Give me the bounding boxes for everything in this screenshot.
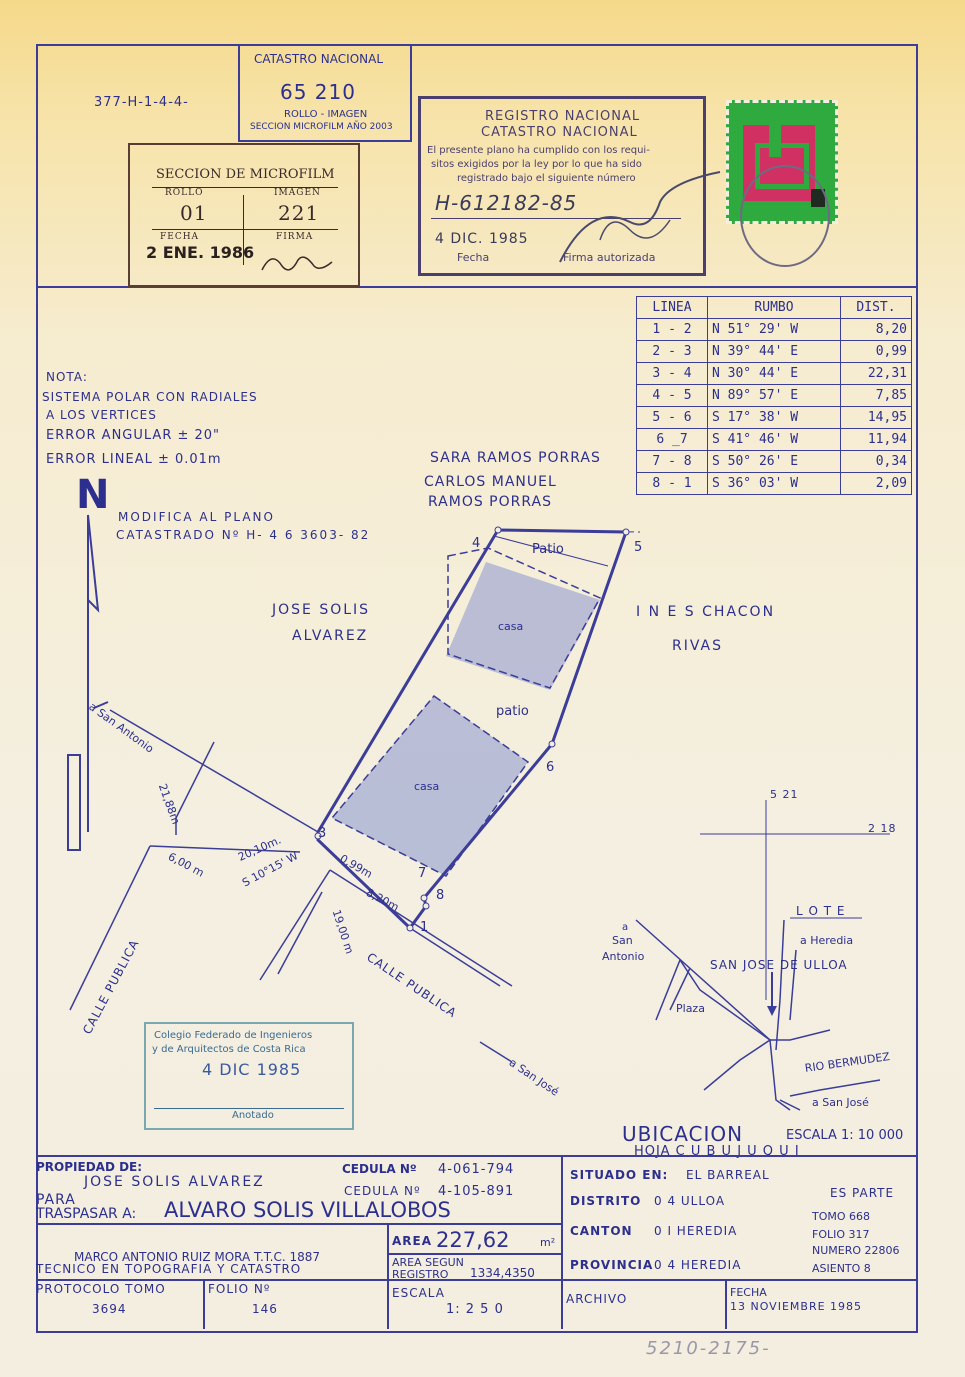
header-divider <box>36 286 916 288</box>
vertex-8: 8 <box>436 888 446 903</box>
modifica-line2: CATASTRADO Nº H- 4 6 3603- 82 <box>116 528 371 542</box>
area-label: AREA <box>392 1234 433 1248</box>
casa-label-1: casa <box>498 620 524 633</box>
registro-nacional-stamp: REGISTRO NACIONAL CATASTRO NACIONAL El p… <box>418 96 706 276</box>
microfilm-stamp: SECCION DE MICROFILM ROLLO IMAGEN 01 221… <box>128 143 360 287</box>
patio-label-1: Patio <box>532 542 564 557</box>
vertex-1: 1 <box>420 920 430 935</box>
neighbor-north-2a: CARLOS MANUEL <box>424 474 557 490</box>
cedula-2: 4-105-891 <box>438 1184 515 1199</box>
neighbor-east-2: RIVAS <box>672 638 724 654</box>
catastro-nacional-stamp: CATASTRO NACIONAL 65 210 ROLLO - IMAGEN … <box>238 44 412 142</box>
lote-label: L O T E <box>796 904 846 918</box>
colegio-stamp: Colegio Federado de Ingenieros y de Arqu… <box>144 1022 354 1130</box>
canton-label: CANTON <box>570 1224 633 1238</box>
vertex-6: 6 <box>546 760 556 775</box>
modifica-line1: MODIFICA AL PLANO <box>118 510 275 524</box>
cedula-2-label: CEDULA Nº <box>344 1184 421 1198</box>
vertex-3: 3 <box>318 826 328 841</box>
provincia-label: PROVINCIA <box>570 1258 654 1272</box>
vertex-7: 7 <box>418 866 428 881</box>
san-jose-ulloa-label: SAN JOSE DE ULLOA <box>710 958 848 972</box>
san-jose-label: a San José <box>812 1096 869 1109</box>
san-label: San <box>612 934 633 947</box>
a-label: a <box>622 922 629 933</box>
folio-n-value: 146 <box>252 1302 278 1316</box>
vertex-5: 5 <box>634 540 644 555</box>
fecha-value: 13 NOVIEMBRE 1985 <box>730 1300 863 1313</box>
fiscal-stamp-image <box>726 100 838 224</box>
tecnico-title: TECNICO EN TOPOGRAFIA Y CATASTRO <box>36 1262 302 1276</box>
folio-n-label: FOLIO Nº <box>208 1282 271 1296</box>
patio-label-2: patio <box>496 704 529 719</box>
neighbor-west-1: JOSE SOLIS <box>272 602 371 618</box>
casa-label-2: casa <box>414 780 440 793</box>
col-header-rumbo: RUMBO <box>707 296 841 319</box>
traspasar-label: TRASPASAR A: <box>36 1206 137 1222</box>
numero: NUMERO 22806 <box>812 1244 900 1257</box>
antonio-label: Antonio <box>602 950 645 963</box>
propietario: JOSE SOLIS ALVAREZ <box>84 1174 265 1190</box>
situado-value: EL BARREAL <box>686 1168 770 1182</box>
area-segun-label: AREA SEGUN <box>392 1256 464 1269</box>
area-unit: m² <box>540 1236 556 1249</box>
ubicacion-title: UBICACION <box>622 1122 744 1146</box>
archivo-label: ARCHIVO <box>566 1292 628 1306</box>
protocolo-label: PROTOCOLO TOMO <box>36 1282 166 1296</box>
situado-label: SITUADO EN: <box>570 1168 669 1182</box>
cedula-1: 4-061-794 <box>438 1162 515 1177</box>
provincia-value: 0 4 HEREDIA <box>654 1258 742 1272</box>
propiedad-label: PROPIEDAD DE: <box>36 1160 143 1174</box>
nuevo-propietario: ALVARO SOLIS VILLALOBOS <box>164 1198 451 1222</box>
tomo: TOMO 668 <box>812 1210 871 1223</box>
neighbor-east-1: I N E S CHACON <box>636 604 776 620</box>
neighbor-north-2b: RAMOS PORRAS <box>428 494 552 510</box>
bottom-note: 5210-2175- <box>646 1338 771 1359</box>
asiento: ASIENTO 8 <box>812 1262 871 1275</box>
north-label: N <box>76 472 111 518</box>
neighbor-north-1: SARA RAMOS PORRAS <box>430 450 601 466</box>
col-header-linea: LINEA <box>636 296 708 319</box>
vertex-4: 4 <box>472 536 482 551</box>
coord-2-18: 2 18 <box>868 822 897 835</box>
fecha-label: FECHA <box>730 1286 767 1299</box>
canton-value: 0 I HEREDIA <box>654 1224 738 1238</box>
outer-frame <box>36 44 918 1333</box>
tecnico-name: MARCO ANTONIO RUIZ MORA T.T.C. 1887 <box>74 1250 321 1264</box>
escala-label: ESCALA <box>392 1286 445 1300</box>
cedula-1-label: CEDULA Nº <box>342 1162 417 1176</box>
escala-value: 1: 2 5 0 <box>446 1302 504 1317</box>
para-label: PARA <box>36 1192 76 1208</box>
protocolo-value: 3694 <box>92 1302 127 1316</box>
es-parte: ES PARTE <box>830 1186 895 1200</box>
distrito-value: 0 4 ULLOA <box>654 1194 726 1208</box>
registro-label: REGISTRO <box>392 1268 449 1281</box>
distrito-label: DISTRITO <box>570 1194 642 1208</box>
folio: FOLIO 317 <box>812 1228 870 1241</box>
heredia-label: a Heredia <box>800 934 854 947</box>
neighbor-west-2: ALVAREZ <box>292 628 369 644</box>
ubicacion-escala: ESCALA 1: 10 000 <box>786 1128 904 1143</box>
coord-5-21: 5 21 <box>770 788 799 801</box>
area-value: 227,62 <box>436 1228 510 1252</box>
registro-value: 1334,4350 <box>470 1266 535 1280</box>
reference-code: 377-H-1-4-4- <box>94 95 189 110</box>
plaza-label: Plaza <box>676 1002 705 1015</box>
